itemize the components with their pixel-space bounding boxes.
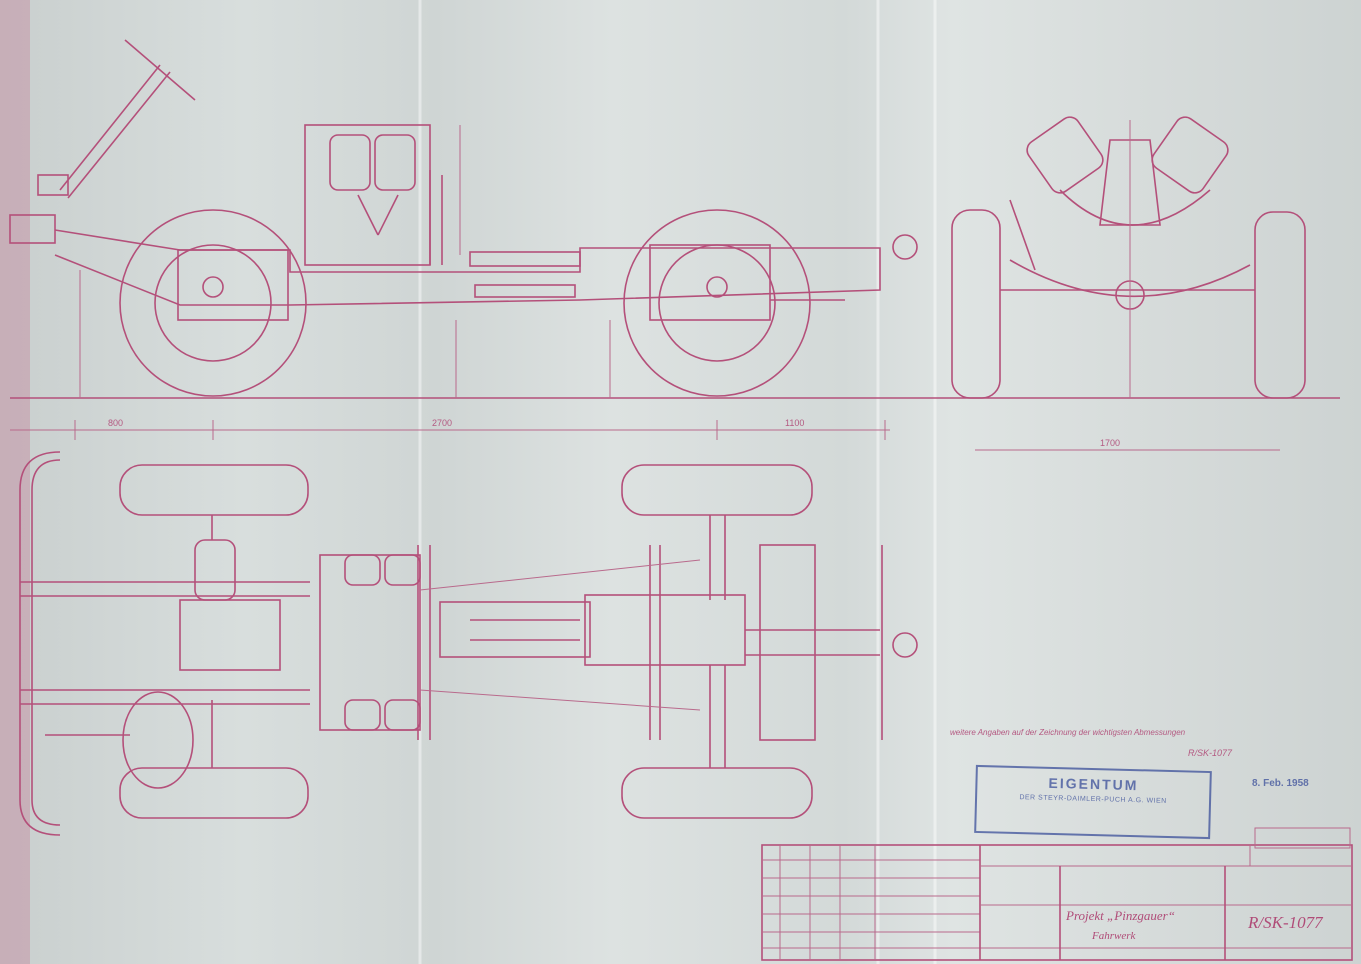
- dimension-line: 800 2700 1100 1700: [10, 418, 1280, 451]
- dim-track: 1700: [1100, 438, 1120, 448]
- dim-front-overhang: 800: [108, 418, 123, 428]
- dim-rear-overhang: 1100: [785, 418, 804, 428]
- side-view: [9, 39, 1340, 399]
- drawing-note: weitere Angaben auf der Zeichnung der wi…: [950, 728, 1186, 737]
- title-block-drawing-number: R/SK-1077: [1248, 913, 1323, 932]
- title-block-subtitle: Fahrwerk: [1092, 930, 1136, 942]
- title-block-project: Projekt „Pinzgauer“: [1066, 908, 1175, 923]
- dim-wheelbase: 2700: [432, 418, 452, 428]
- front-view: [951, 116, 1306, 399]
- title-block: [761, 827, 1353, 961]
- stamp-title: EIGENTUM: [1048, 774, 1139, 794]
- ownership-stamp: EIGENTUM DER STEYR-DAIMLER-PUCH A.G. WIE…: [974, 764, 1212, 840]
- stamp-subtitle: DER STEYR-DAIMLER-PUCH A.G. WIEN: [1019, 794, 1167, 805]
- date-stamp: 8. Feb. 1958: [1252, 778, 1309, 789]
- top-view: [19, 451, 918, 836]
- drawing-note-ref: R/SK-1077: [1188, 748, 1233, 758]
